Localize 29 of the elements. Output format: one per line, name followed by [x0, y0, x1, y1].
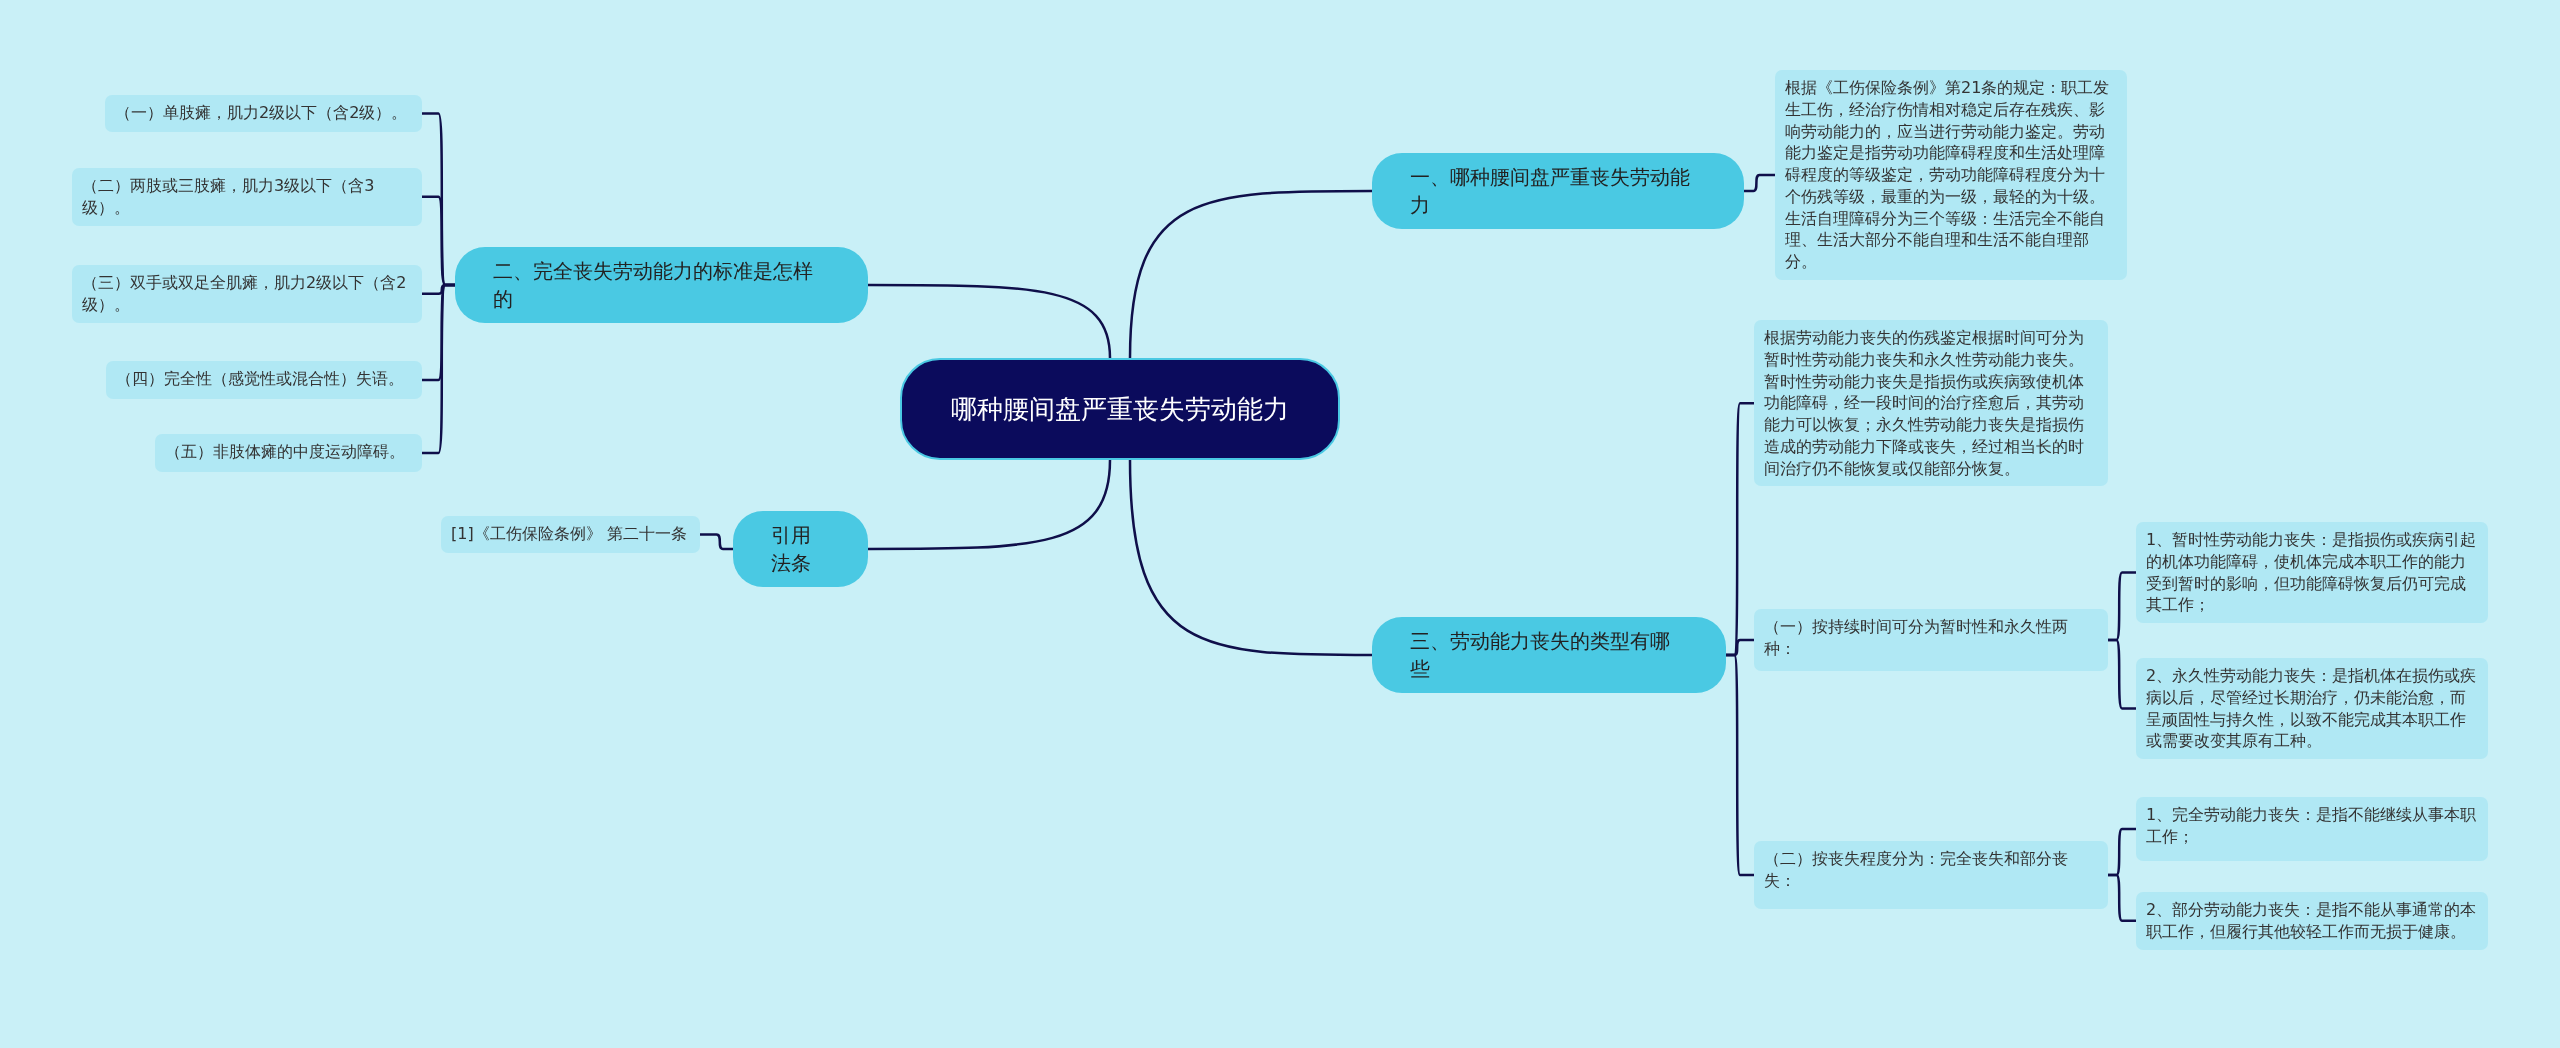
- connector-line: [700, 533, 733, 551]
- connector-line: [422, 283, 455, 455]
- connector-line: [2108, 873, 2136, 922]
- leaf-topic: 1、暂时性劳动能力丧失：是指损伤或疾病引起的机体功能障碍，使机体完成本职工作的能力受到暂时的影响，但功能障碍恢复后仍可完成其工作；: [2136, 522, 2488, 623]
- connector-line: [1128, 459, 1372, 657]
- connector-line: [1744, 173, 1775, 193]
- leaf-topic: （二）两肢或三肢瘫，肌力3级以下（含3级）。: [72, 168, 422, 226]
- leaf-topic: （五）非肢体瘫的中度运动障碍。: [155, 434, 422, 472]
- leaf-topic: （一）单肢瘫，肌力2级以下（含2级）。: [105, 95, 422, 132]
- leaf-topic: [1]《工伤保险条例》 第二十一条: [441, 516, 700, 553]
- leaf-topic: 2、永久性劳动能力丧失：是指机体在损伤或疾病以后，尽管经过长期治疗，仍未能治愈，而呈顽固性与持久性，以致不能完成其本职工作或需要改变其原有工种。: [2136, 658, 2488, 759]
- leaf-topic: （四）完全性（感觉性或混合性）失语。: [106, 361, 422, 399]
- branch-topic: 二、完全丧失劳动能力的标准是怎样的: [455, 247, 868, 323]
- leaf-topic: 2、部分劳动能力丧失：是指不能从事通常的本职工作，但履行其他较轻工作而无损于健康。: [2136, 892, 2488, 950]
- leaf-topic: 根据《工伤保险条例》第21条的规定：职工发生工伤，经治疗伤情相对稳定后存在残疾、影响劳动能力的，应当进行劳动能力鉴定。劳动能力鉴定是指劳动功能障碍程度和生活处理障碍程度的等级鉴定，劳动功能障碍程度分为十个伤残等级，最重的为一级，最轻的为十级。生活自理障碍分为三个等级：生活完全不能自理、生活大部分不能自理和生活不能自理部分。: [1775, 70, 2127, 280]
- leaf-topic: 根据劳动能力丧失的伤残鉴定根据时间可分为暂时性劳动能力丧失和永久性劳动能力丧失。暂时性劳动能力丧失是指损伤或疾病致使机体功能障碍，经一段时间的治疗痊愈后，其劳动能力可以恢复；永久性劳动能力丧失是指损伤造成的劳动能力下降或丧失，经过相当长的时间治疗仍不能恢复或仅能部分恢复。: [1754, 320, 2108, 487]
- leaf-topic: 1、完全劳动能力丧失：是指不能继续从事本职工作；: [2136, 797, 2488, 861]
- connector-line: [1128, 189, 1372, 359]
- leaf-topic: （二）按丧失程度分为：完全丧失和部分丧失：: [1754, 841, 2108, 909]
- connector-line: [868, 283, 1112, 359]
- connector-line: [2108, 638, 2136, 710]
- branch-topic: 引用法条: [733, 511, 868, 587]
- central-topic: 哪种腰间盘严重丧失劳动能力: [900, 358, 1340, 460]
- connector-line: [868, 459, 1112, 551]
- branch-topic: 一、哪种腰间盘严重丧失劳动能力: [1372, 153, 1744, 229]
- leaf-topic: （三）双手或双足全肌瘫，肌力2级以下（含2级）。: [72, 265, 422, 323]
- branch-topic: 三、劳动能力丧失的类型有哪些: [1372, 617, 1726, 693]
- leaf-topic: （一）按持续时间可分为暂时性和永久性两种：: [1754, 609, 2108, 671]
- connector-line: [1726, 653, 1754, 877]
